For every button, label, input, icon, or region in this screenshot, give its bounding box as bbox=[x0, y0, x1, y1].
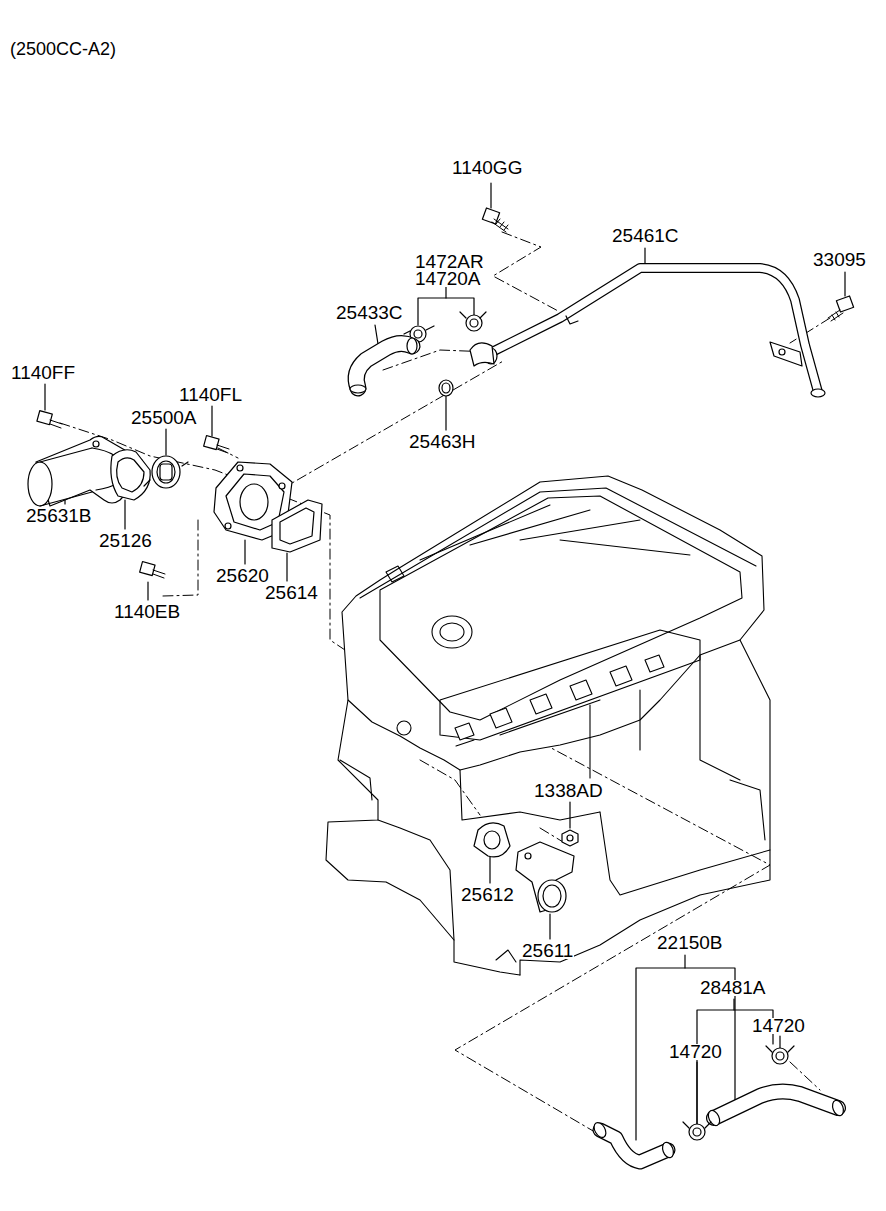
callout-number: 1472AR bbox=[414, 254, 485, 270]
callout-number: 25631B bbox=[25, 508, 93, 524]
callout-number: 1140EB bbox=[113, 604, 181, 620]
callout-number: 14720A bbox=[414, 271, 482, 287]
callout-number: 1140GG bbox=[451, 160, 523, 176]
callout-number: 1140FF bbox=[10, 365, 76, 381]
callout-number: 14720 bbox=[751, 1018, 806, 1034]
callout-number: 33095 bbox=[812, 252, 867, 268]
callout-number: 25612 bbox=[460, 887, 515, 903]
callout-number: 1140FL bbox=[178, 387, 243, 403]
callout-number: 28481A bbox=[699, 980, 767, 996]
callout-number: 25500A bbox=[130, 410, 198, 426]
callout-number: 25463H bbox=[408, 434, 477, 450]
callout-number: 25126 bbox=[98, 533, 153, 549]
callout-number: 25433C bbox=[335, 305, 404, 321]
callout-number: 1338AD bbox=[533, 783, 604, 799]
diagram-title: (2500CC-A2) bbox=[10, 40, 116, 58]
callout-number: 25611 bbox=[521, 943, 574, 959]
callout-number: 25461C bbox=[611, 228, 680, 244]
callout-number: 22150B bbox=[656, 935, 724, 951]
callout-number: 25620 bbox=[215, 568, 270, 584]
callout-number: 25614 bbox=[264, 585, 319, 601]
callout-number: 14720 bbox=[668, 1044, 723, 1060]
